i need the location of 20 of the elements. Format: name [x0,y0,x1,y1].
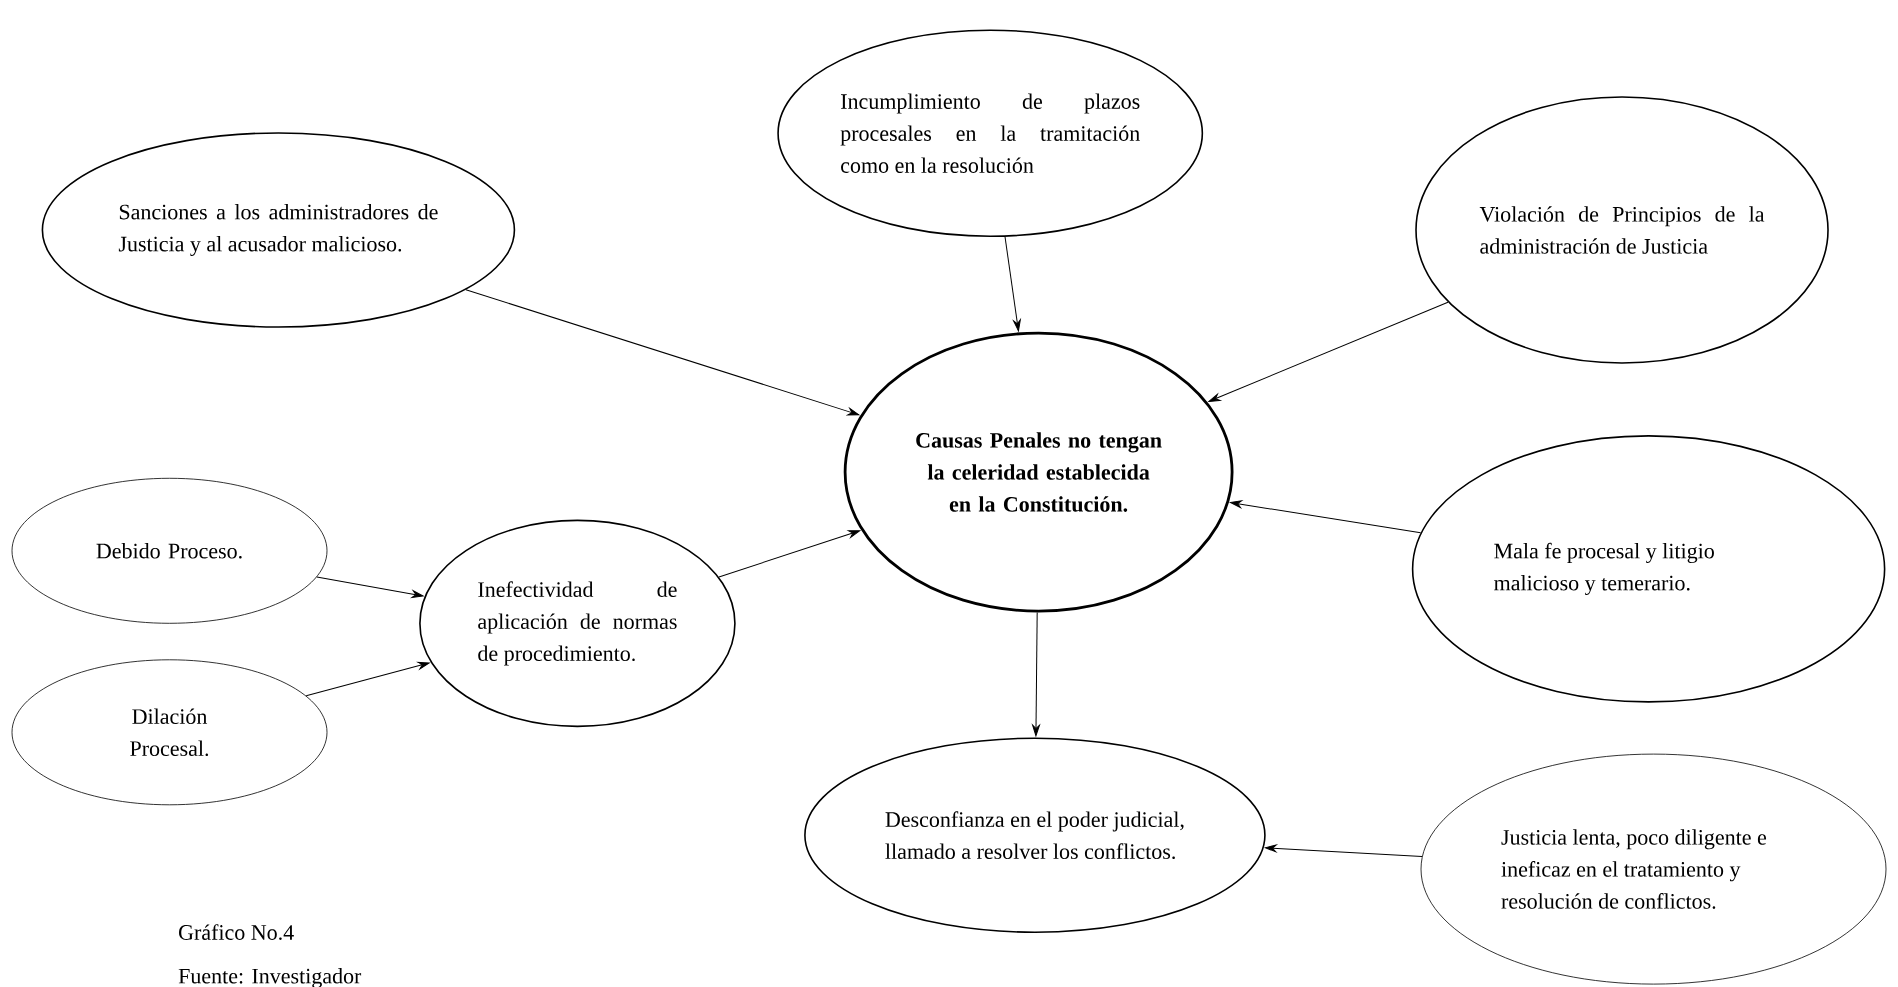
ellipse-node: Debido Proceso. [11,477,328,624]
arrow [305,661,430,697]
ellipse-node: Desconfianza en el poder judicial, llamado a resolver los conflictos. [804,737,1266,933]
arrow [1032,612,1040,737]
ellipse-node: Incumplimiento de plazos procesales en la tramitación como en la resolución [777,29,1204,237]
ellipse-node: Inefectividad de aplicación de normas de procedimiento. [419,519,736,728]
ellipse-node: Mala fe procesal y litigio malicioso y temerario. [1411,435,1886,703]
arrow [316,576,424,598]
arrow [718,530,861,578]
caption-text: Gráfico No.4 [179,924,294,940]
ellipse-node: Violación de Principios de la administración de Justicia [1415,96,1829,364]
ellipse-node: Causas Penales no tengan la celeridad establecida en la Constitución. [843,331,1234,613]
ellipse-node: Dilación Procesal. [11,659,328,806]
ellipse-node: Justicia lenta, poco diligente e ineficaz en el tratamiento y resolución de conflictos. [1420,753,1887,985]
arrow [1230,500,1422,534]
arrow [1208,301,1449,402]
arrow [1264,844,1423,857]
arrow [1004,236,1021,332]
arrow [465,289,860,416]
ellipse-node: Sanciones a los administradores de Justicia y al acusador malicioso. [41,132,516,328]
